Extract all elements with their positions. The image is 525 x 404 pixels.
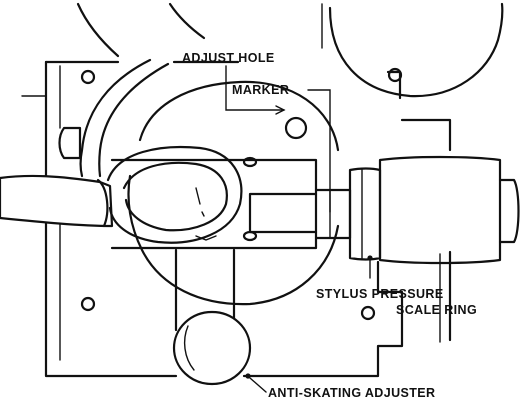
- scale-ring-label: SCALE RING: [396, 303, 477, 317]
- anti-skating-knob: [172, 310, 252, 386]
- arm-rest-loop: [106, 145, 243, 244]
- central-plate: [127, 80, 340, 306]
- screw-hole-top-left: [80, 69, 96, 85]
- tonearm-collar: [96, 178, 109, 228]
- marker-leader: [307, 89, 331, 213]
- pivot-housing: [110, 158, 318, 250]
- screw-hole-top-right: [387, 67, 403, 83]
- base-plate-right: [386, 70, 452, 152]
- anti-skating-adjuster-label: ANTI-SKATING ADJUSTER: [268, 386, 435, 400]
- arm-detail-mark: [195, 187, 205, 217]
- anti-skating-dot: [245, 373, 251, 379]
- stylus-pressure-label: STYLUS PRESSURE: [316, 287, 444, 301]
- tonearm-tube: [0, 174, 114, 228]
- left-top-curve: [76, 2, 120, 58]
- right-top-curve: [168, 2, 206, 40]
- counterweight-cap: [498, 178, 520, 244]
- counterweight: [378, 155, 502, 265]
- arm-rest-loop-inner: [122, 161, 228, 232]
- adjust-hole-label: ADJUST HOLE: [182, 51, 275, 65]
- adjust-hole-arrow: [275, 105, 286, 115]
- pivot-housing-band: [248, 192, 318, 234]
- lift-tube-inner: [98, 62, 170, 178]
- marker-label: MARKER: [232, 83, 289, 97]
- pivot-bump-top: [242, 156, 258, 168]
- knob-shade: [183, 325, 195, 371]
- anti-skating-column: [174, 248, 236, 332]
- pivot-arrow-mark: [195, 235, 217, 241]
- lift-tube-outer: [79, 58, 152, 178]
- left-boss: [58, 126, 82, 160]
- anti-skating-leader: [249, 377, 267, 393]
- screw-hole-bottom-right: [360, 305, 376, 321]
- base-plate: [44, 60, 452, 378]
- pivot-bump-bottom: [242, 230, 258, 242]
- adjust-hole: [284, 116, 308, 140]
- screw-hole-bottom-left: [80, 296, 96, 312]
- platter-edge: [328, 2, 504, 98]
- stylus-pressure-dot: [367, 255, 373, 261]
- pressure-shaft: [314, 188, 352, 240]
- adjust-hole-leader: [225, 65, 285, 111]
- scale-ring: [348, 167, 382, 261]
